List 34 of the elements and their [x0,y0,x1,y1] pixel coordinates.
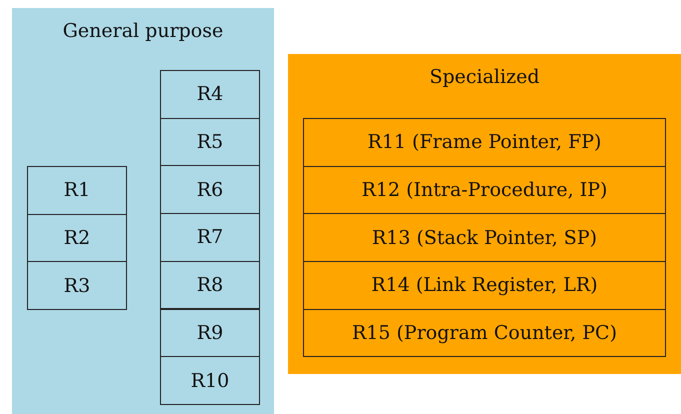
register-box [303,261,666,310]
group-panel [12,8,274,414]
register-label: R12 (Intra-Procedure, IP) [362,179,608,202]
register-label: R6 [196,178,224,201]
register-label: R4 [196,83,224,106]
register-box [160,70,260,119]
register-box [160,165,260,214]
panel-heading: Specialized [428,66,541,88]
register-box [160,118,260,166]
register-box [160,356,260,405]
register-box [160,260,260,310]
register-label: R10 [190,370,230,392]
register-label: R8 [196,274,224,296]
register-box [303,118,666,167]
register-box [160,213,260,262]
register-label: R1 [64,179,90,202]
register-box [303,308,666,358]
register-label: R15 (Program Counter, PC) [352,322,617,344]
register-label: R3 [64,274,90,297]
register-box [303,213,666,262]
register-label: R5 [196,131,224,154]
register-label: R13 (Stack Pointer, SP) [372,226,598,249]
panel-heading: General purpose [62,20,224,42]
register-box [27,261,127,310]
register-box [303,166,666,214]
register-box [27,214,127,262]
register-box [27,166,127,215]
register-label: R2 [64,227,90,250]
register-label: R14 (Link Register, LR) [371,274,598,296]
register-label: R11 (Frame Pointer, FP) [368,131,602,154]
register-label: R7 [196,226,224,248]
register-box [160,308,260,358]
group-panel [288,54,681,374]
register-label: R9 [196,322,224,344]
